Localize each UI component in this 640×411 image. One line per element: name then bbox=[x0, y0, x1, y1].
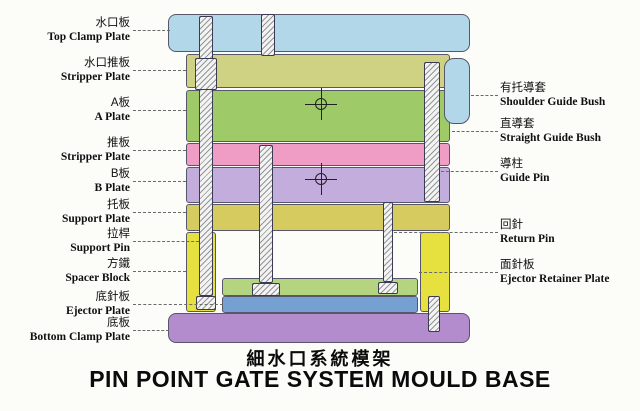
label-cn: 方鐵 bbox=[107, 258, 130, 270]
part-return-pin bbox=[383, 202, 393, 282]
leader-shoulder-guide-bush bbox=[471, 95, 498, 96]
part-stripper-plate-upper bbox=[186, 54, 450, 88]
part-support-plate bbox=[186, 204, 450, 231]
leader-return-pin bbox=[394, 232, 498, 233]
label-cn: 底針板 bbox=[95, 291, 131, 303]
part-support-pin-foot bbox=[196, 296, 216, 310]
part-bottom-bolt bbox=[428, 296, 440, 332]
label-en: Stripper Plate bbox=[60, 70, 130, 83]
label-bottom-clamp-plate: 底板 Bottom Clamp Plate bbox=[0, 317, 130, 344]
label-cn: A板 bbox=[110, 97, 130, 109]
label-stripper-plate-lower: 推板 Stripper Plate bbox=[0, 137, 130, 164]
leader-bottom-clamp-plate bbox=[133, 330, 169, 331]
leader-b-plate bbox=[133, 181, 186, 182]
label-en: Ejector Plate bbox=[66, 304, 130, 317]
label-cn: 直導套 bbox=[500, 118, 535, 130]
part-shoulder-guide-bush bbox=[444, 58, 470, 124]
label-return-pin: 回針 Return Pin bbox=[500, 219, 638, 246]
label-cn: 水口板 bbox=[95, 17, 131, 29]
label-cn: 托板 bbox=[107, 199, 130, 211]
label-stripper-plate-upper: 水口推板 Stripper Plate bbox=[0, 57, 130, 84]
label-cn: B板 bbox=[110, 168, 130, 180]
label-cn: 拉桿 bbox=[107, 228, 130, 240]
leader-ejector-plate bbox=[133, 304, 223, 305]
leader-top-clamp-plate bbox=[133, 30, 170, 31]
label-en: B Plate bbox=[94, 181, 130, 194]
part-bottom-clamp-plate bbox=[168, 313, 470, 343]
label-a-plate: A板 A Plate bbox=[0, 97, 130, 124]
label-cn: 底板 bbox=[107, 317, 130, 329]
leader-stripper-plate-upper bbox=[133, 70, 186, 71]
label-cn: 水口推板 bbox=[84, 57, 130, 69]
label-b-plate: B板 B Plate bbox=[0, 168, 130, 195]
label-en: Support Pin bbox=[70, 241, 130, 254]
leader-spacer-block bbox=[133, 271, 186, 272]
label-spacer-block: 方鐵 Spacer Block bbox=[0, 258, 130, 285]
part-center-pin bbox=[259, 145, 273, 283]
label-support-pin: 拉桿 Support Pin bbox=[0, 228, 130, 255]
leader-stripper-plate-lower bbox=[133, 150, 186, 151]
label-top-clamp-plate: 水口板 Top Clamp Plate bbox=[0, 17, 130, 44]
label-en: Shoulder Guide Bush bbox=[500, 95, 606, 108]
label-en: Return Pin bbox=[500, 232, 555, 245]
part-stripper-plate-lower bbox=[186, 143, 450, 166]
diagram-title-english: PIN POINT GATE SYSTEM MOULD BASE bbox=[89, 366, 551, 392]
label-en: A Plate bbox=[94, 110, 130, 123]
leader-a-plate bbox=[133, 110, 186, 111]
part-center-pin-foot bbox=[252, 283, 280, 296]
label-straight-guide-bush: 直導套 Straight Guide Bush bbox=[500, 118, 638, 145]
label-en: Straight Guide Bush bbox=[500, 131, 601, 144]
label-guide-pin: 導柱 Guide Pin bbox=[500, 158, 638, 185]
leader-ejector-retainer-plate bbox=[419, 272, 498, 273]
part-guide-pin bbox=[424, 62, 440, 202]
label-en: Guide Pin bbox=[500, 171, 550, 184]
center-mark-upper-icon bbox=[305, 88, 337, 120]
leader-support-plate bbox=[133, 212, 186, 213]
label-en: Support Plate bbox=[61, 212, 130, 225]
leader-straight-guide-bush bbox=[452, 131, 498, 132]
leader-guide-pin bbox=[441, 171, 498, 172]
label-ejector-retainer-plate: 面針板 Ejector Retainer Plate bbox=[500, 259, 638, 286]
label-cn: 推板 bbox=[107, 137, 130, 149]
label-support-plate: 托板 Support Plate bbox=[0, 199, 130, 226]
part-top-clamp-plate bbox=[168, 14, 470, 52]
label-en: Bottom Clamp Plate bbox=[29, 330, 130, 343]
center-mark-lower-icon bbox=[305, 163, 337, 195]
part-ejector-plate bbox=[222, 296, 418, 313]
part-support-pin-collar bbox=[195, 58, 217, 90]
diagram-title-chinese: 細水口系統模架 bbox=[246, 349, 394, 369]
label-cn: 回針 bbox=[500, 219, 523, 231]
label-cn: 導柱 bbox=[500, 158, 523, 170]
label-en: Stripper Plate bbox=[60, 150, 130, 163]
leader-support-pin bbox=[133, 241, 199, 242]
label-shoulder-guide-bush: 有托導套 Shoulder Guide Bush bbox=[500, 82, 638, 109]
label-en: Top Clamp Plate bbox=[47, 30, 130, 43]
label-cn: 有托導套 bbox=[500, 82, 546, 94]
label-en: Spacer Block bbox=[65, 271, 130, 284]
part-top-bolt bbox=[261, 14, 275, 56]
label-en: Ejector Retainer Plate bbox=[500, 272, 610, 285]
label-ejector-plate: 底針板 Ejector Plate bbox=[0, 291, 130, 318]
part-return-pin-foot bbox=[378, 282, 398, 294]
label-cn: 面針板 bbox=[500, 259, 535, 271]
